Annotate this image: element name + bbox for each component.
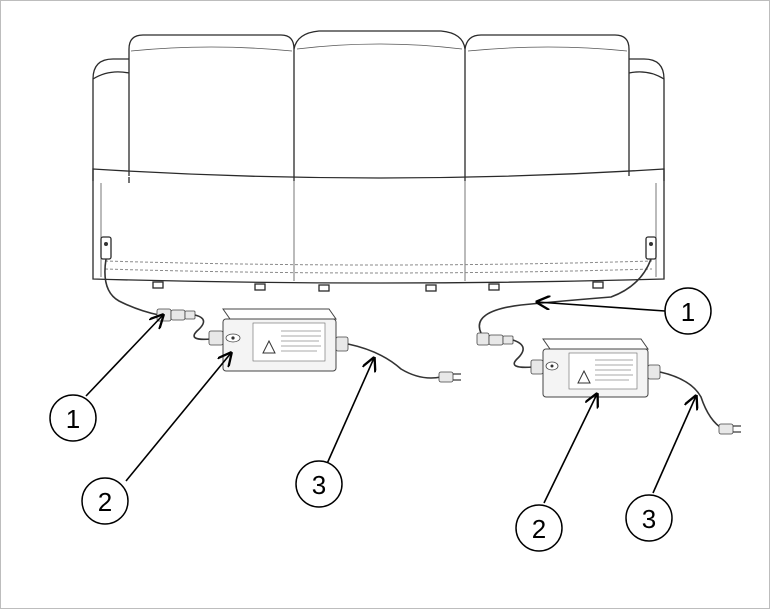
mains-plug-right bbox=[718, 423, 734, 435]
power-adapter-right bbox=[530, 338, 661, 398]
arrow-left-2 bbox=[125, 353, 231, 482]
socket-right bbox=[645, 236, 657, 260]
callout-arrows bbox=[85, 302, 696, 504]
arrow-right-3 bbox=[652, 396, 696, 494]
mains-plug-left bbox=[438, 371, 454, 383]
arm-right bbox=[629, 58, 665, 181]
arm-left bbox=[92, 58, 129, 181]
arrow-left-1 bbox=[85, 315, 163, 397]
arrow-right-2 bbox=[543, 394, 597, 504]
callout-right-3: 3 bbox=[625, 494, 673, 542]
back-cushion-right bbox=[464, 34, 630, 176]
sofa bbox=[92, 30, 665, 292]
callout-right-2: 2 bbox=[515, 504, 563, 552]
power-adapter-left bbox=[208, 308, 349, 372]
callout-label: 1 bbox=[681, 297, 695, 327]
socket-left bbox=[100, 236, 112, 260]
arrow-left-3 bbox=[325, 358, 374, 467]
right-wiring bbox=[476, 258, 741, 435]
callout-label: 2 bbox=[98, 487, 112, 517]
back-cushion-left bbox=[128, 34, 295, 181]
left-wiring bbox=[104, 258, 461, 383]
callout-left-3: 3 bbox=[295, 460, 343, 508]
callout-label: 3 bbox=[312, 470, 326, 500]
callout-label: 1 bbox=[66, 404, 80, 434]
callout-right-1: 1 bbox=[664, 287, 712, 335]
connector-right bbox=[476, 332, 490, 346]
arrow-right-1 bbox=[537, 302, 666, 312]
callout-label: 3 bbox=[642, 504, 656, 534]
callout-label: 2 bbox=[532, 514, 546, 544]
callout-left-1: 1 bbox=[49, 394, 97, 442]
back-cushion-middle bbox=[293, 30, 466, 181]
sofa-base bbox=[92, 168, 665, 284]
callout-left-2: 2 bbox=[81, 477, 129, 525]
